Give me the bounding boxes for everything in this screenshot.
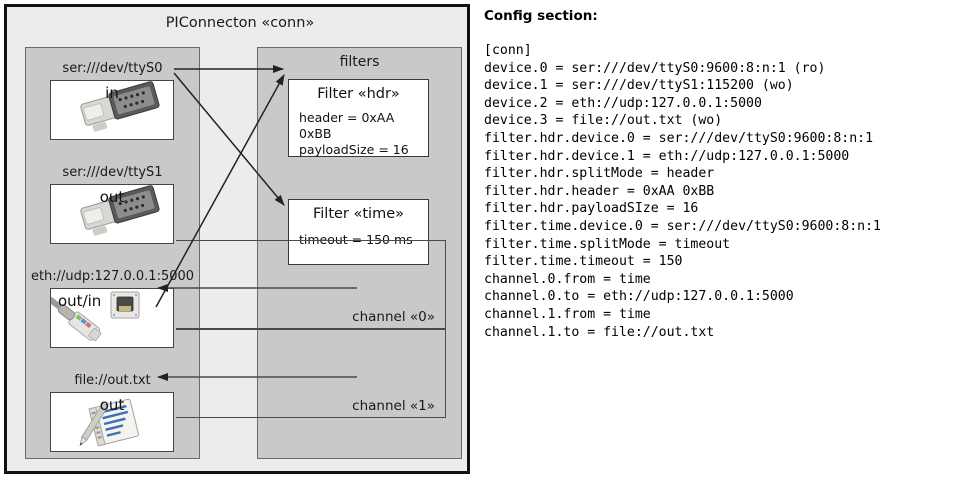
device-card-file[interactable]: out xyxy=(50,392,174,452)
filter-prop: payloadSize = 16 xyxy=(299,142,409,157)
filter-prop: timeout = 150 ms xyxy=(299,232,413,247)
device-label-ttyS0: ser:///dev/ttyS0 xyxy=(62,61,163,76)
filters-panel-title: filters xyxy=(339,54,380,70)
serial-port-icon xyxy=(51,81,173,139)
device-card-eth[interactable]: out/in xyxy=(50,288,174,348)
config-line: device.1 = ser:///dev/ttyS1:115200 (wo) xyxy=(484,78,794,94)
config-line: filter.hdr.splitMode = header xyxy=(484,166,715,182)
filter-title-time: Filter «time» xyxy=(312,206,405,222)
device-direction-out: out xyxy=(99,188,125,206)
connector-component-box: PIConnecton «conn» ser:///dev/ttyS0 in xyxy=(4,4,470,474)
config-line: device.0 = ser:///dev/ttyS0:9600:8:n:1 (… xyxy=(484,60,826,76)
channel-label-1: channel «1» xyxy=(352,398,435,414)
device-direction-in: in xyxy=(105,84,119,102)
config-line: channel.1.from = time xyxy=(484,306,651,322)
config-line: filter.hdr.device.1 = eth://udp:127.0.0.… xyxy=(484,148,850,164)
filter-props-time: timeout = 150 ms xyxy=(299,232,413,248)
device-card-ttyS1[interactable]: out xyxy=(50,184,174,244)
config-line: device.2 = eth://udp:127.0.0.1:5000 xyxy=(484,95,762,111)
device-label-file: file://out.txt xyxy=(74,373,151,388)
config-line: device.3 = file://out.txt (wo) xyxy=(484,113,723,129)
config-listing: [conn] device.0 = ser:///dev/ttyS0:9600:8… xyxy=(484,42,960,341)
config-section-heading: Config section: xyxy=(484,8,598,24)
device-label-ttyS1: ser:///dev/ttyS1 xyxy=(62,165,163,180)
config-line: channel.0.from = time xyxy=(484,271,651,287)
device-direction-out-in: out/in xyxy=(58,292,102,310)
document-pencil-icon xyxy=(51,393,173,451)
config-line: filter.time.splitMode = timeout xyxy=(484,236,731,252)
config-line: channel.0.to = eth://udp:127.0.0.1:5000 xyxy=(484,289,794,305)
filter-card-time[interactable]: Filter «time» timeout = 150 ms xyxy=(288,199,429,265)
config-line: filter.hdr.payloadSIze = 16 xyxy=(484,201,699,217)
config-line: channel.1.to = file://out.txt xyxy=(484,324,715,340)
device-label-eth: eth://udp:127.0.0.1:5000 xyxy=(30,269,195,284)
config-line: filter.hdr.device.0 = ser:///dev/ttyS0:9… xyxy=(484,130,874,146)
filter-card-hdr[interactable]: Filter «hdr» header = 0xAA 0xBB payloadS… xyxy=(288,79,429,157)
ethernet-jack-icon xyxy=(51,289,173,347)
filter-prop: header = 0xAA 0xBB xyxy=(299,110,395,141)
config-line: filter.time.device.0 = ser:///dev/ttyS0:… xyxy=(484,218,881,234)
config-line: filter.hdr.header = 0xAA 0xBB xyxy=(484,183,715,199)
channel-box-1[interactable]: channel «1» xyxy=(176,329,446,418)
filters-panel: filters Filter «hdr» header = 0xAA 0xBB … xyxy=(176,47,462,459)
serial-port-icon xyxy=(51,185,173,243)
filter-title-hdr: Filter «hdr» xyxy=(317,86,400,102)
devices-panel: ser:///dev/ttyS0 in xyxy=(25,47,200,459)
page-title: PIConnecton «conn» xyxy=(165,15,315,31)
device-card-ttyS0[interactable]: in xyxy=(50,80,174,140)
config-line: filter.time.timeout = 150 xyxy=(484,254,683,270)
config-line: [conn] xyxy=(484,43,532,58)
filter-props-hdr: header = 0xAA 0xBB payloadSize = 16 xyxy=(299,110,428,158)
device-direction-out: out xyxy=(99,396,125,414)
channel-box-0[interactable]: channel «0» xyxy=(176,240,446,329)
channel-label-0: channel «0» xyxy=(352,309,435,325)
